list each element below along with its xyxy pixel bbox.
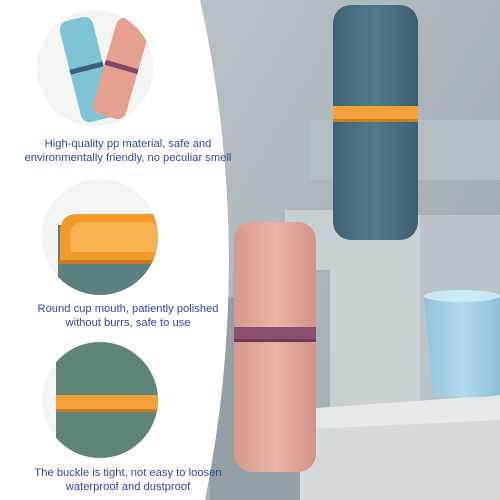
light-blue-cup bbox=[424, 290, 500, 398]
feature-caption-buckle: The buckle is tight, not easy to loosen … bbox=[0, 466, 256, 494]
caption-line: The buckle is tight, not easy to loosen bbox=[34, 467, 222, 479]
blue-travel-case bbox=[333, 5, 418, 240]
circle-photo-case-pair bbox=[37, 10, 153, 126]
caption-line: High-quality pp material, safe and bbox=[44, 138, 212, 150]
caption-line: environmentally friendly, no peculiar sm… bbox=[24, 152, 232, 164]
feature-caption-material: High-quality pp material, safe and envir… bbox=[0, 137, 256, 165]
caption-line: Round cup mouth, patiently polished bbox=[37, 303, 219, 315]
circle-photo-buckle bbox=[42, 342, 158, 458]
pink-travel-case bbox=[234, 222, 316, 472]
feature-caption-cup-mouth: Round cup mouth, patiently polished with… bbox=[0, 302, 256, 330]
caption-line: without burrs, safe to use bbox=[65, 317, 191, 329]
caption-line: waterproof and dustproof bbox=[65, 481, 191, 493]
